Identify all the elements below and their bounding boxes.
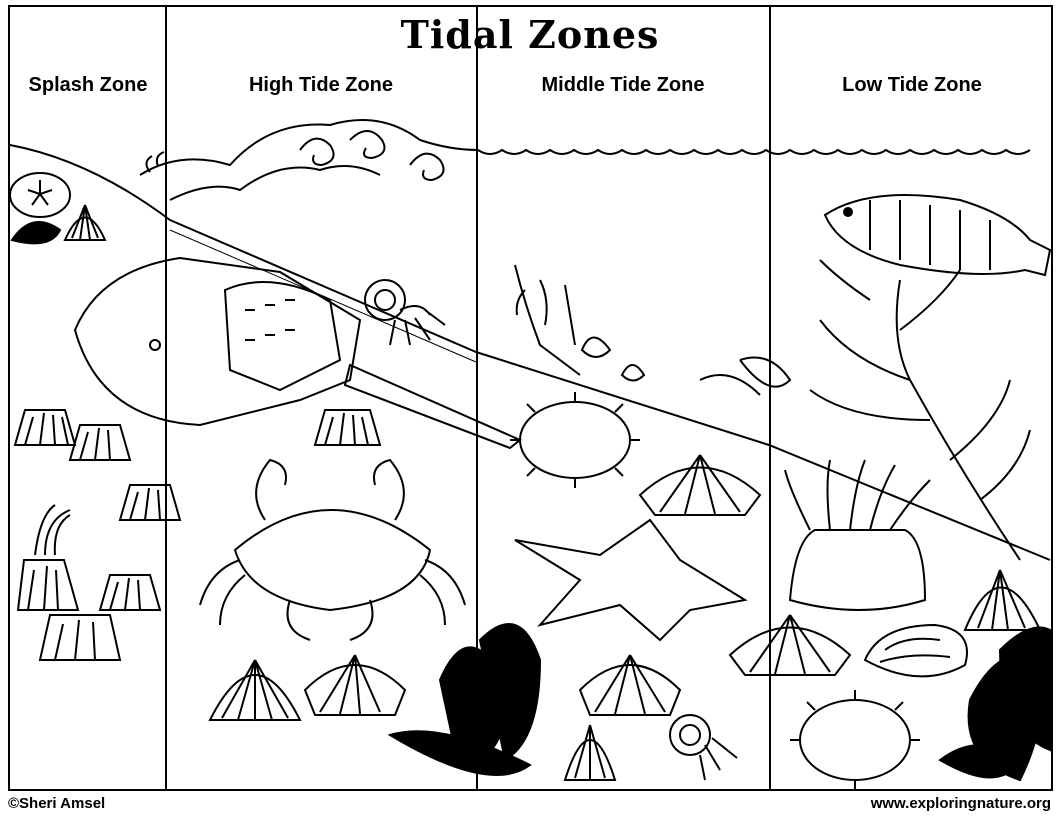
sea-urchin-low: [790, 690, 920, 790]
crab: [200, 460, 465, 640]
snails-middle: [582, 338, 644, 381]
kelp: [700, 260, 1030, 560]
credit-author: ©Sheri Amsel: [8, 795, 105, 812]
breaking-wave: [140, 120, 478, 200]
limpets-middle: [580, 455, 850, 715]
water-surface: [478, 150, 1030, 154]
sea-anemone: [785, 460, 930, 610]
scallop-shell-middle: [565, 725, 615, 780]
mussels-low: [940, 628, 1050, 781]
barnacle-high: [315, 410, 380, 445]
shoreline: [10, 145, 1050, 560]
snail-shell-splash: [12, 222, 60, 243]
credit-website: www.exploringnature.org: [871, 795, 1051, 812]
mussels-center: [390, 624, 540, 775]
hermit-crab-high: [365, 280, 445, 345]
fish: [825, 195, 1050, 275]
hermit-crab-middle: [670, 715, 737, 780]
scallop-shell-splash: [65, 205, 105, 240]
sea-urchin-middle: [510, 392, 640, 488]
chiton: [865, 625, 967, 676]
barnacles-splash: [15, 410, 180, 660]
scallop-shells-high: [210, 655, 405, 720]
sea-star: [515, 520, 745, 640]
sand-dollar: [10, 173, 70, 217]
seaweed-middle: [515, 265, 580, 375]
scallop-shell-low: [965, 570, 1040, 630]
horseshoe-crab: [75, 258, 520, 448]
